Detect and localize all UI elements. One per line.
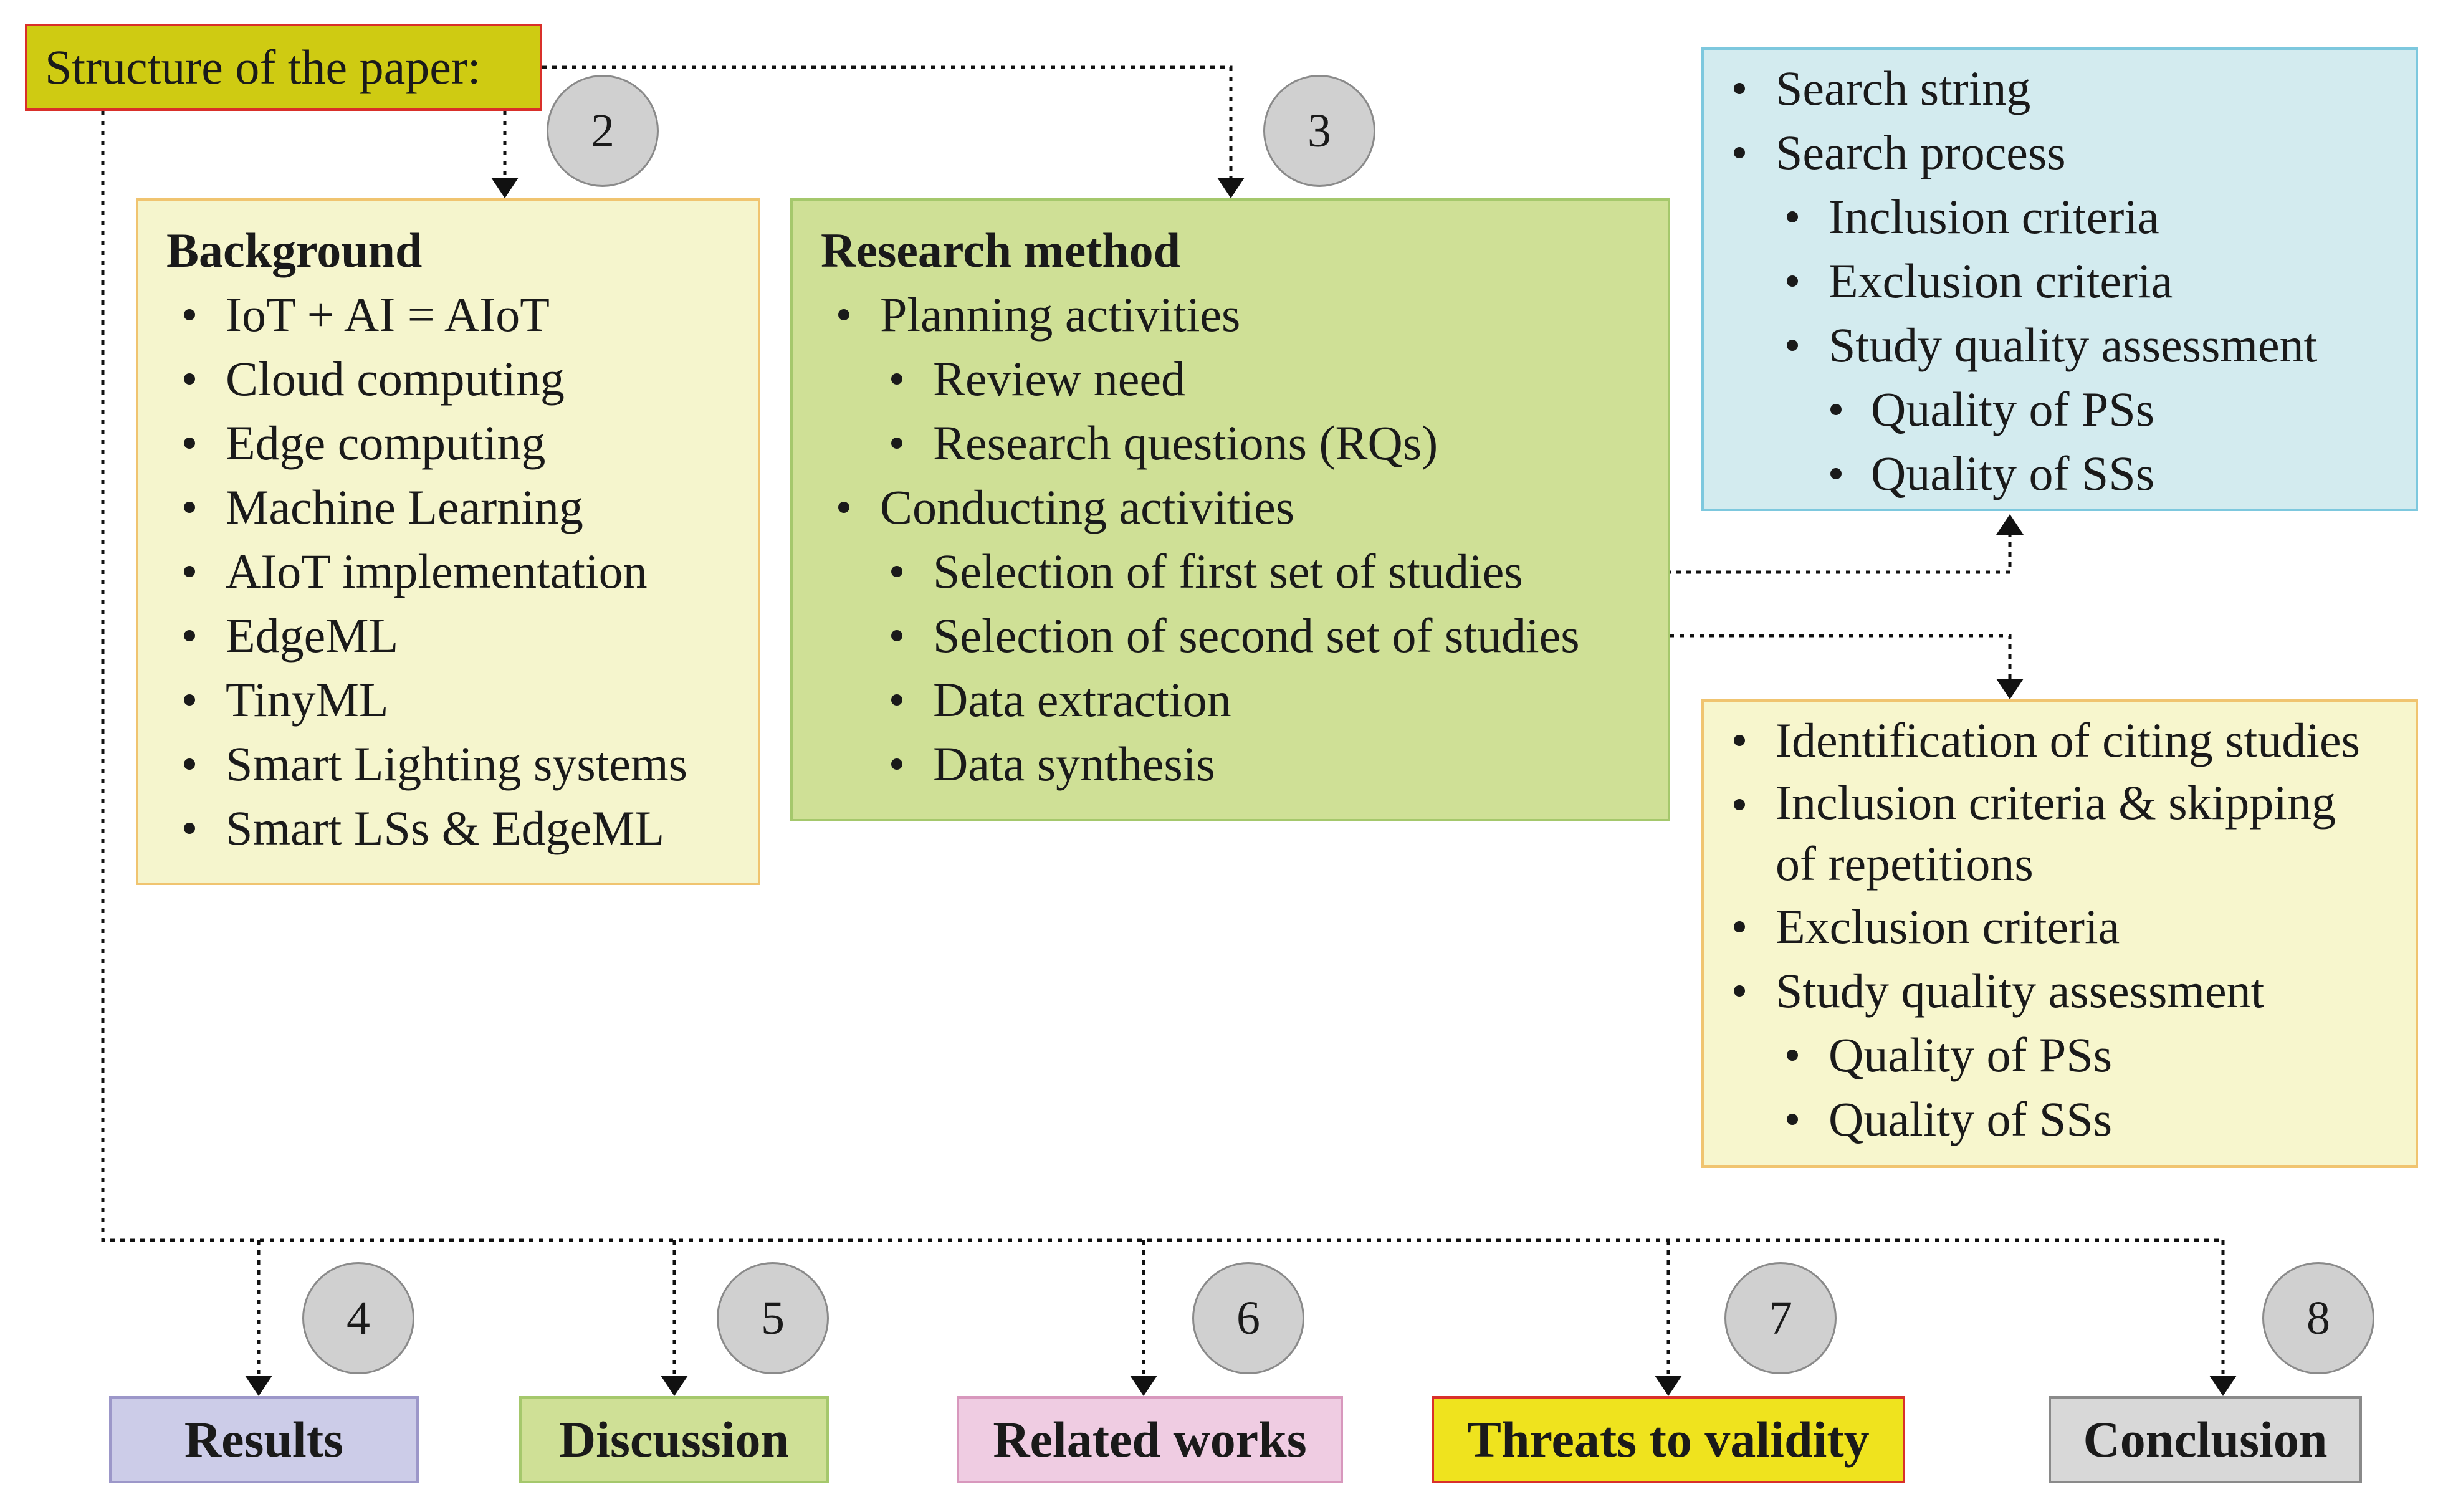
conclusion-box: Conclusion: [2049, 1396, 2362, 1483]
section-number-results: 4: [302, 1262, 414, 1374]
list-item: Search string: [1716, 56, 2391, 120]
list-item: Selection of second set of studies: [821, 603, 1643, 667]
list-item: AIoT implementation: [166, 539, 733, 603]
list-item: Study quality assessment: [1716, 313, 2391, 377]
list-item: Machine Learning: [166, 475, 733, 539]
arrowhead-background: [491, 178, 519, 198]
list-item: Smart Lighting systems: [166, 732, 733, 796]
list-item: EdgeML: [166, 603, 733, 667]
results-box: Results: [109, 1396, 419, 1483]
arrowhead-discussion: [661, 1376, 688, 1396]
list-item: Smart LSs & EdgeML: [166, 796, 733, 860]
arrow-to-research-method: [542, 65, 1233, 193]
discussion-box: Discussion: [519, 1396, 829, 1483]
related-works-box: Related works: [957, 1396, 1343, 1483]
list-item: Edge computing: [166, 411, 733, 475]
arrow-to-snowball-panel: [1630, 634, 2012, 694]
list-item: Quality of SSs: [1716, 441, 2391, 505]
arrowhead-search-panel: [1996, 514, 2024, 535]
list-item: Selection of first set of studies: [821, 539, 1643, 603]
list-item: Conducting activities: [821, 475, 1643, 539]
list-item: Inclusion criteria: [1716, 184, 2391, 249]
list-item: Study quality assessment: [1716, 959, 2391, 1023]
arrowhead-related-works: [1130, 1376, 1157, 1396]
list-item: Identification of citing studies: [1716, 708, 2391, 772]
background-list: IoT + AI = AIoT Cloud computing Edge com…: [166, 282, 733, 860]
list-item: Research questions (RQs): [821, 411, 1643, 475]
second-set-list: Identification of citing studies Inclusi…: [1716, 708, 2391, 1151]
research-method-heading: Research method: [821, 223, 1180, 277]
section-number-background: 2: [547, 75, 659, 187]
background-heading: Background: [166, 223, 423, 277]
section-number-related-works: 6: [1192, 1262, 1304, 1374]
arrowhead-results: [245, 1376, 272, 1396]
list-item: Quality of PSs: [1716, 377, 2391, 441]
list-item: Data synthesis: [821, 732, 1643, 796]
first-set-list: Search string Search process Inclusion c…: [1716, 56, 2391, 505]
paper-structure-title: Structure of the paper:: [25, 24, 542, 111]
arrowhead-research-method: [1217, 178, 1245, 198]
list-item: Exclusion criteria: [1716, 249, 2391, 313]
list-item: TinyML: [166, 667, 733, 732]
list-item: IoT + AI = AIoT: [166, 282, 733, 347]
first-set-details-panel: Search string Search process Inclusion c…: [1701, 47, 2418, 511]
research-method-panel: Research method Planning activities Revi…: [790, 198, 1670, 821]
list-item: Search process: [1716, 120, 2391, 184]
threats-box: Threats to validity: [1432, 1396, 1905, 1483]
arrowhead-snowball-panel: [1996, 679, 2024, 699]
arrowhead-conclusion: [2209, 1376, 2237, 1396]
section-number-research-method: 3: [1263, 75, 1375, 187]
list-item: Exclusion criteria: [1716, 894, 2391, 959]
list-item: Review need: [821, 347, 1643, 411]
list-item: Cloud computing: [166, 347, 733, 411]
main-trunk-line: [101, 111, 2223, 1242]
section-number-threats: 7: [1724, 1262, 1837, 1374]
background-panel: Background IoT + AI = AIoT Cloud computi…: [136, 198, 760, 885]
list-item: Quality of PSs: [1716, 1023, 2391, 1087]
section-number-conclusion: 8: [2262, 1262, 2374, 1374]
second-set-details-panel: Identification of citing studies Inclusi…: [1701, 699, 2418, 1168]
research-method-list: Planning activities Review need Research…: [821, 282, 1643, 796]
arrow-to-search-panel: [1577, 517, 2012, 574]
list-item: Planning activities: [821, 282, 1643, 347]
list-item: Data extraction: [821, 667, 1643, 732]
section-number-discussion: 5: [717, 1262, 829, 1374]
arrowhead-threats: [1655, 1376, 1682, 1396]
list-item: Quality of SSs: [1716, 1087, 2391, 1151]
list-item: Inclusion criteria & skipping of repetit…: [1716, 772, 2343, 894]
